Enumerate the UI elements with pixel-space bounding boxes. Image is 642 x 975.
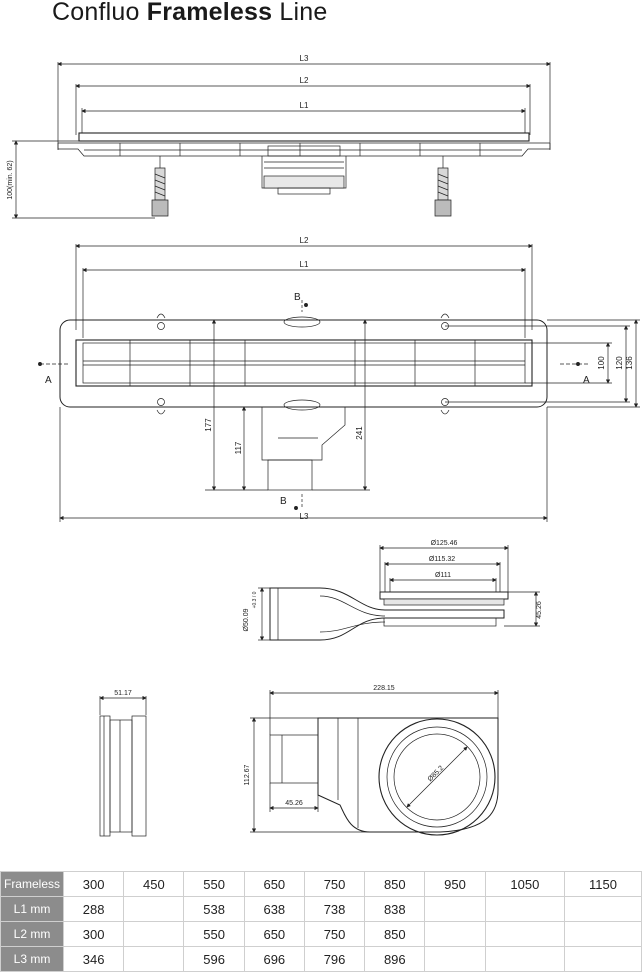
dim-85-2: Ø85.2 [427, 765, 446, 784]
plan-view [250, 690, 499, 836]
table-cell [484, 896, 566, 922]
table-cell [564, 921, 642, 947]
dim-112-67: 112.67 [244, 764, 251, 785]
table-cell: 738 [303, 896, 366, 922]
technical-drawing: L3 L2 L1 100(min. 62) L2 L1 L3 A A B B 1… [7, 54, 640, 837]
table-row-label: L3 mm [0, 946, 64, 972]
table-cell [123, 946, 185, 972]
table-cell: 550 [183, 921, 245, 947]
dim-45-26-a: 45.26 [536, 601, 543, 619]
table-cell: 838 [364, 896, 426, 922]
l2-top-label: L2 [300, 236, 309, 245]
dim-51-17: 51.17 [114, 690, 132, 697]
l3-bottom-label: L3 [300, 512, 309, 521]
table-cell [424, 946, 486, 972]
dim-111: Ø111 [435, 572, 451, 579]
table-cell: 850 [364, 921, 426, 947]
dim-241: 241 [355, 426, 364, 440]
table-cell: 650 [243, 871, 305, 897]
table-cell: 750 [303, 921, 366, 947]
table-cell: 1050 [484, 871, 566, 897]
table-cell: 538 [183, 896, 245, 922]
section-b-bottom: B [280, 496, 287, 507]
table-cell: 450 [123, 871, 185, 897]
table-cell [564, 946, 642, 972]
dim-50-tolerance: +0.3 / 0 [252, 591, 258, 608]
table-cell: 896 [364, 946, 426, 972]
table-cell: 650 [243, 921, 305, 947]
dim-117: 117 [234, 441, 243, 454]
dim-115: Ø115.32 [429, 556, 455, 563]
table-cell [123, 896, 185, 922]
table-cell: 638 [243, 896, 305, 922]
height-min-label: 100(min. 62) [7, 160, 14, 199]
table-cell [123, 921, 185, 947]
section-a-left: A [45, 375, 52, 386]
section-a-right: A [583, 375, 590, 386]
table-cell: 696 [243, 946, 305, 972]
front-view [99, 695, 147, 837]
dim-177: 177 [204, 418, 213, 432]
section-view [258, 545, 540, 641]
top-view [38, 243, 640, 522]
side-view [12, 61, 551, 219]
dim-120: 120 [615, 356, 624, 370]
dim-228-15: 228.15 [373, 685, 395, 692]
table-cell [484, 946, 566, 972]
table-row-label: Frameless [0, 871, 64, 897]
table-cell: 346 [62, 946, 125, 972]
l1-label: L1 [300, 101, 309, 110]
dim-50: Ø50.09 [243, 608, 250, 631]
table-cell: 596 [183, 946, 245, 972]
table-cell [564, 896, 642, 922]
dim-125: Ø125.46 [431, 540, 458, 547]
table-cell: 1150 [564, 871, 642, 897]
table-cell: 550 [183, 871, 245, 897]
table-cell: 750 [303, 871, 366, 897]
table-cell: 300 [62, 871, 125, 897]
l2-label: L2 [300, 76, 309, 85]
l3-label: L3 [300, 54, 309, 63]
section-b-top: B [294, 292, 301, 303]
table-cell: 796 [303, 946, 366, 972]
table-cell [424, 921, 486, 947]
table-row-label: L2 mm [0, 921, 64, 947]
table-cell: 850 [364, 871, 426, 897]
table-cell: 288 [62, 896, 125, 922]
table-cell [424, 896, 486, 922]
table-row-label: L1 mm [0, 896, 64, 922]
table-cell [484, 921, 566, 947]
table-cell: 950 [424, 871, 486, 897]
l1-top-label: L1 [300, 260, 309, 269]
dim-136: 136 [625, 356, 634, 370]
page-title: Confluo Frameless Line [52, 0, 328, 26]
dim-45-26-b: 45.26 [285, 800, 303, 807]
dim-100: 100 [597, 356, 606, 370]
table-cell: 300 [62, 921, 125, 947]
